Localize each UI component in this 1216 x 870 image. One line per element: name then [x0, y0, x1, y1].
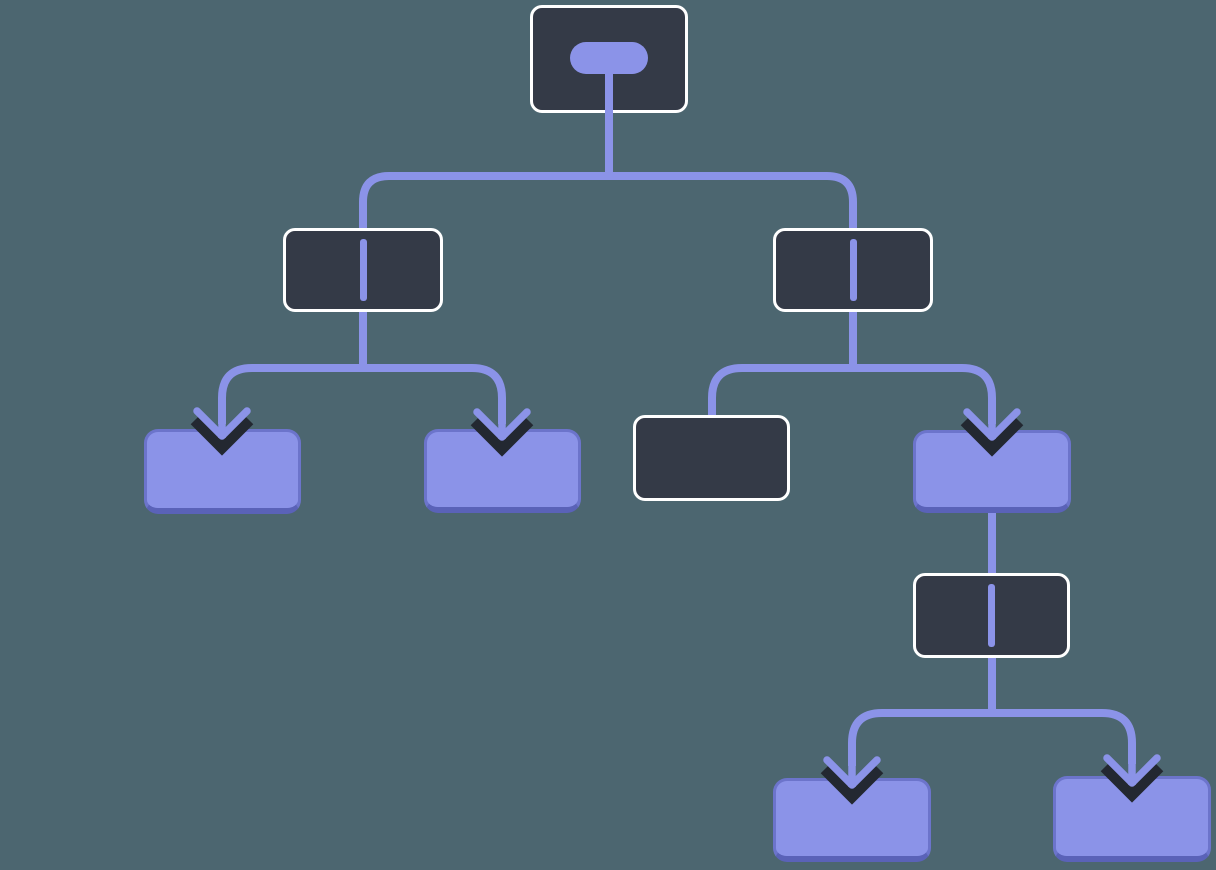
vertical-line-glyph — [359, 239, 367, 301]
tree-node-leaf-mid-left[interactable] — [424, 429, 581, 513]
edge-top-horseshoe — [359, 172, 857, 228]
vertical-line-glyph — [988, 584, 995, 647]
edge-bottom-horseshoe — [848, 709, 1136, 766]
tree-node-branch-left[interactable] — [283, 228, 443, 312]
tree-node-leaf-far-left[interactable] — [144, 429, 301, 514]
tree-node-leaf-bottom-left[interactable] — [773, 778, 931, 862]
pill-stem-glyph — [605, 68, 613, 116]
tree-node-root[interactable] — [530, 5, 688, 116]
tree-node-branch-lower-right[interactable] — [913, 573, 1070, 658]
tree-node-leaf-right[interactable] — [913, 430, 1071, 513]
tree-node-branch-right[interactable] — [773, 228, 933, 312]
tree-node-node-plain-dark[interactable] — [633, 415, 790, 501]
tree-node-leaf-bottom-right[interactable] — [1053, 776, 1211, 862]
vertical-line-glyph — [849, 239, 857, 301]
edge-left-horseshoe — [218, 364, 506, 424]
